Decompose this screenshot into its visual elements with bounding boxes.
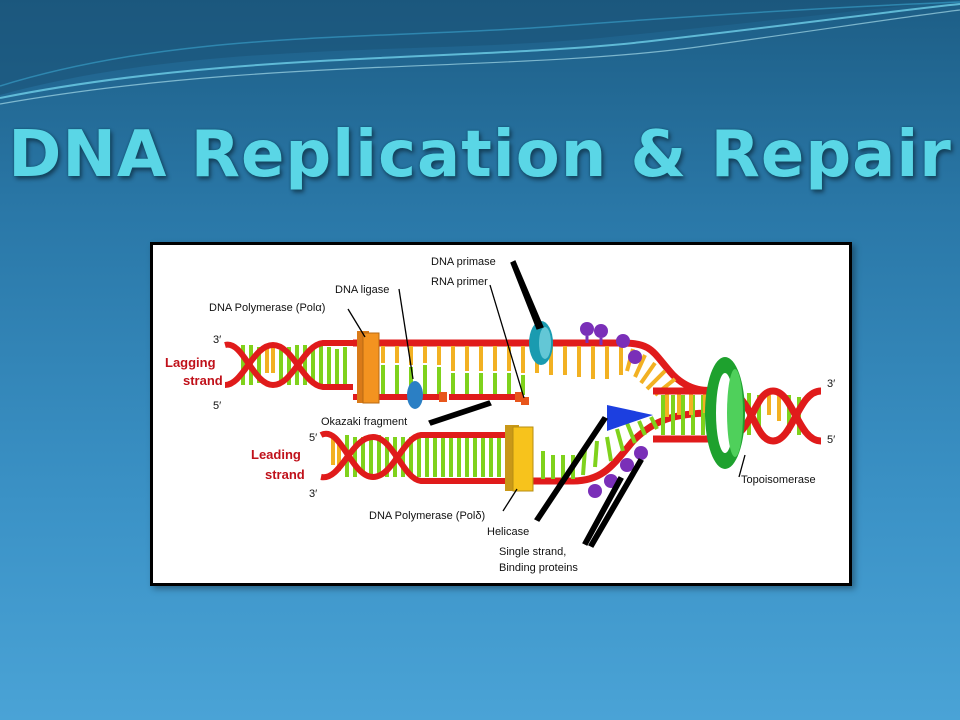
ssb-proteins-top [580, 322, 642, 364]
leading-template-bases [541, 416, 659, 479]
dna-ligase-protein [407, 381, 423, 409]
label-leading-line1: Leading [251, 447, 301, 462]
label-rna-primer: RNA primer [431, 276, 488, 288]
label-leading-3prime: 3′ [309, 488, 317, 500]
slide-title: DNA Replication & Repair [8, 118, 952, 192]
label-ssb-line1: Single strand, [499, 546, 566, 558]
rna-primers [439, 392, 529, 405]
dna-polymerase-alpha [357, 331, 380, 404]
dna-polymerase-delta [505, 425, 534, 492]
label-topoisomerase: Topoisomerase [741, 474, 816, 486]
label-lagging-line1: Lagging [165, 355, 216, 370]
label-lagging-3prime: 3′ [213, 334, 221, 346]
topoisomerase-protein [705, 357, 745, 469]
replication-fork-diagram: DNA primase RNA primer DNA ligase DNA Po… [150, 242, 852, 586]
label-leading-5prime: 5′ [309, 432, 317, 444]
helicase-protein [607, 405, 653, 431]
label-lagging-line2: strand [183, 373, 223, 388]
label-lagging-5prime: 5′ [213, 400, 221, 412]
label-dna-ligase: DNA ligase [335, 284, 389, 296]
background-waves [0, 0, 960, 105]
leader-lines [347, 260, 746, 548]
label-okazaki: Okazaki fragment [321, 416, 407, 428]
label-pol-alpha: DNA Polymerase (Polα) [209, 302, 325, 314]
diagram-svg: DNA primase RNA primer DNA ligase DNA Po… [165, 256, 835, 574]
label-leading-line2: strand [265, 467, 305, 482]
label-right-5prime: 5′ [827, 434, 835, 446]
label-right-3prime: 3′ [827, 378, 835, 390]
label-helicase: Helicase [487, 526, 529, 538]
ssb-proteins-bottom [588, 446, 648, 498]
lagging-helix [224, 340, 353, 390]
dna-primase-protein [529, 321, 553, 365]
label-dna-primase: DNA primase [431, 256, 496, 268]
leading-helix [319, 429, 527, 484]
label-ssb-line2: Binding proteins [499, 562, 578, 574]
label-pol-delta: DNA Polymerase (Polδ) [369, 510, 485, 522]
